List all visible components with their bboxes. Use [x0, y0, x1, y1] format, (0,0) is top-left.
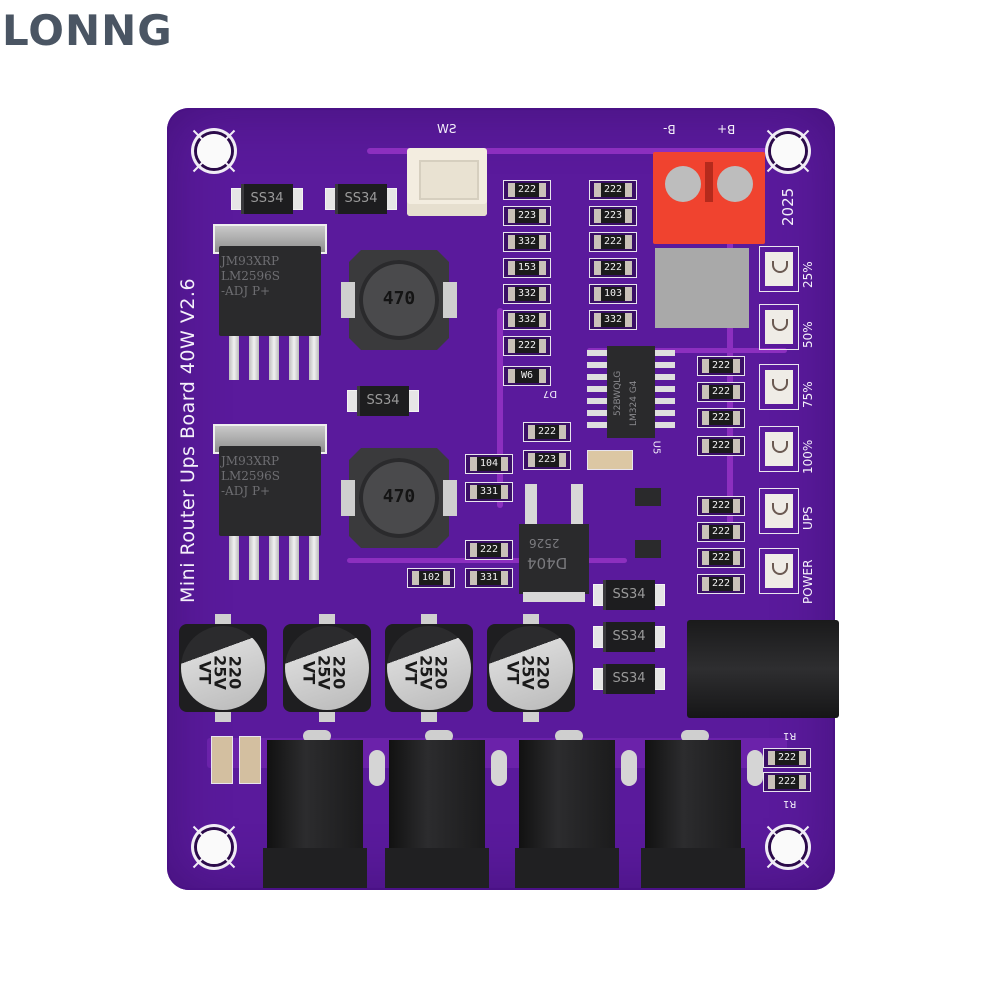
led-power — [759, 548, 799, 594]
resistor: 222 — [697, 574, 745, 594]
mounting-hole-bottom-right — [771, 830, 805, 864]
dc-output-jack[interactable] — [641, 730, 763, 890]
diode-ss34: SS34 — [593, 664, 665, 694]
resistor: 222 — [523, 422, 571, 442]
resistor: 332 — [503, 232, 551, 252]
mounting-hole-top-right — [771, 134, 805, 168]
led-50 — [759, 304, 799, 350]
d7-label: D7 — [543, 388, 558, 399]
resistor: 222 — [697, 356, 745, 376]
resistor: 223 — [523, 450, 571, 470]
ceramic-capacitor — [587, 450, 633, 470]
diode-ss34: SS34 — [347, 386, 419, 416]
year-label: 2025 — [779, 187, 797, 226]
resistor: 222 — [503, 336, 551, 356]
op-amp-lm324: 52BWQLG LM324 G4 — [587, 346, 675, 438]
diode-ss34: SS34 — [231, 184, 303, 214]
resistor: 222 — [589, 258, 637, 278]
led-label-75: 75% — [801, 381, 815, 408]
pcb-board: Mini Router Ups Board 40W V2.6 2025 SS34… — [167, 108, 839, 890]
led-label-50: 50% — [801, 321, 815, 348]
board-title: Mini Router Ups Board 40W V2.6 — [177, 277, 199, 603]
resistor: 223 — [589, 206, 637, 226]
dc-input-jack[interactable] — [687, 620, 839, 718]
resistor: 222 — [465, 540, 513, 560]
resistor: 222 — [763, 748, 811, 768]
resistor: 332 — [503, 310, 551, 330]
led-100 — [759, 426, 799, 472]
r1-label: R1 — [783, 798, 797, 809]
resistor: 222 — [697, 522, 745, 542]
switch-label: SW — [437, 122, 457, 136]
inductor-470: 470 — [341, 244, 457, 356]
resistor: 103 — [589, 284, 637, 304]
resistor: 331 — [465, 482, 513, 502]
led-label-100: 100% — [801, 439, 815, 474]
resistor: 153 — [503, 258, 551, 278]
led-25 — [759, 246, 799, 292]
ceramic-capacitor — [211, 736, 233, 784]
resistor: 332 — [589, 310, 637, 330]
diode-d7: W6 — [503, 366, 551, 386]
resistor: 222 — [697, 548, 745, 568]
u5-label: U5 — [650, 440, 662, 455]
resistor: 332 — [503, 284, 551, 304]
battery-pos-label: B+ — [717, 122, 736, 136]
resistor: 222 — [697, 408, 745, 428]
resistor: 222 — [697, 382, 745, 402]
ceramic-capacitor — [239, 736, 261, 784]
mounting-hole-top-left — [197, 134, 231, 168]
mounting-hole-bottom-left — [197, 830, 231, 864]
dc-output-jack[interactable] — [263, 730, 385, 890]
led-75 — [759, 364, 799, 410]
resistor: 102 — [407, 568, 455, 588]
battery-terminal-block[interactable] — [653, 152, 765, 244]
mosfet-d404: 2526 D404 — [519, 484, 589, 604]
heatsink-pad — [655, 248, 749, 328]
switch-connector[interactable] — [407, 148, 487, 216]
diode-ss34: SS34 — [325, 184, 397, 214]
inductor-470: 470 — [341, 442, 457, 554]
transistor-sot23 — [635, 488, 661, 506]
resistor: 222 — [697, 496, 745, 516]
transistor-sot23 — [635, 540, 661, 558]
led-label-power: POWER — [801, 559, 815, 604]
led-label-25: 25% — [801, 261, 815, 288]
led-ups — [759, 488, 799, 534]
resistor: 222 — [697, 436, 745, 456]
diode-ss34: SS34 — [593, 622, 665, 652]
resistor: 222 — [589, 232, 637, 252]
dc-output-jack[interactable] — [515, 730, 637, 890]
led-label-ups: UPS — [801, 506, 815, 530]
battery-neg-label: B- — [663, 122, 676, 136]
dc-output-jack[interactable] — [385, 730, 507, 890]
resistor: 104 — [465, 454, 513, 474]
brand-logo: LONNG — [2, 6, 173, 55]
resistor: 222 — [503, 180, 551, 200]
resistor: 222 — [589, 180, 637, 200]
diode-ss34: SS34 — [593, 580, 665, 610]
resistor: 222 — [763, 772, 811, 792]
resistor: 223 — [503, 206, 551, 226]
r1-label: R1 — [783, 730, 797, 741]
resistor: 331 — [465, 568, 513, 588]
